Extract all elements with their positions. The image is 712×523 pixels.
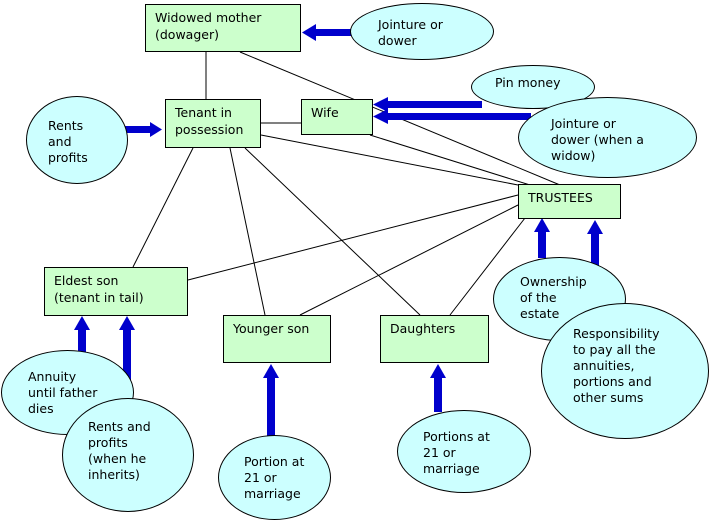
oval-responsibility: Responsibility to pay all the annuities,… <box>541 303 709 439</box>
oval-rents-and-profits: Rents and profits <box>26 96 128 184</box>
box-widowed-mother: Widowed mother (dowager) <box>145 4 301 52</box>
arrow-jointure-wife <box>388 113 531 120</box>
arrow-jointure-mother <box>316 29 351 36</box>
line-wife-trustees <box>369 134 531 186</box>
oval-rents-when-inherits: Rents and profits (when he inherits) <box>62 398 194 512</box>
arrow-pin-money-wife-head <box>373 97 388 112</box>
line-tenant-trustees <box>260 134 519 186</box>
line-tenant-daughters <box>244 147 421 316</box>
box-trustees: TRUSTEES <box>518 184 621 219</box>
arrow-portions-daughters <box>434 378 442 412</box>
arrow-rents-tenant-head <box>150 122 162 137</box>
arrow-ownership-trustees-head <box>534 218 550 232</box>
arrow-portions-daughters-head <box>430 364 446 378</box>
box-wife: Wife <box>301 99 373 135</box>
arrow-jointure-wife-head <box>373 109 388 124</box>
arrow-responsibility-trustees-head <box>587 220 603 234</box>
line-daughters-trustees <box>449 217 526 316</box>
line-tenant-eldest <box>132 147 194 268</box>
oval-portion-younger: Portion at 21 or marriage <box>218 435 331 520</box>
line-eldest-trustees <box>187 194 519 281</box>
line-tenant-younger <box>229 147 266 316</box>
box-tenant-in-possession: Tenant in possession <box>165 99 261 148</box>
arrow-annuity-eldest <box>78 330 86 352</box>
arrow-pin-money-wife <box>388 101 482 108</box>
box-younger-son: Younger son <box>223 315 331 363</box>
arrow-rents-eldest-head <box>119 316 135 330</box>
arrow-annuity-eldest-head <box>74 316 90 330</box>
arrow-rents-tenant <box>122 126 150 133</box>
line-younger-trustees <box>299 204 519 316</box>
arrow-ownership-trustees <box>538 232 546 258</box>
oval-jointure-wife: Jointure or dower (when a widow) <box>518 97 697 178</box>
arrow-portion-younger-head <box>263 364 279 378</box>
oval-portions-daughters: Portions at 21 or marriage <box>397 410 531 493</box>
arrow-portion-younger <box>267 378 275 436</box>
box-daughters: Daughters <box>380 315 489 363</box>
oval-jointure-mother: Jointure or dower <box>350 3 494 60</box>
arrow-jointure-mother-head <box>302 24 316 41</box>
arrow-rents-eldest <box>123 330 131 400</box>
box-eldest-son: Eldest son (tenant in tail) <box>44 267 188 316</box>
